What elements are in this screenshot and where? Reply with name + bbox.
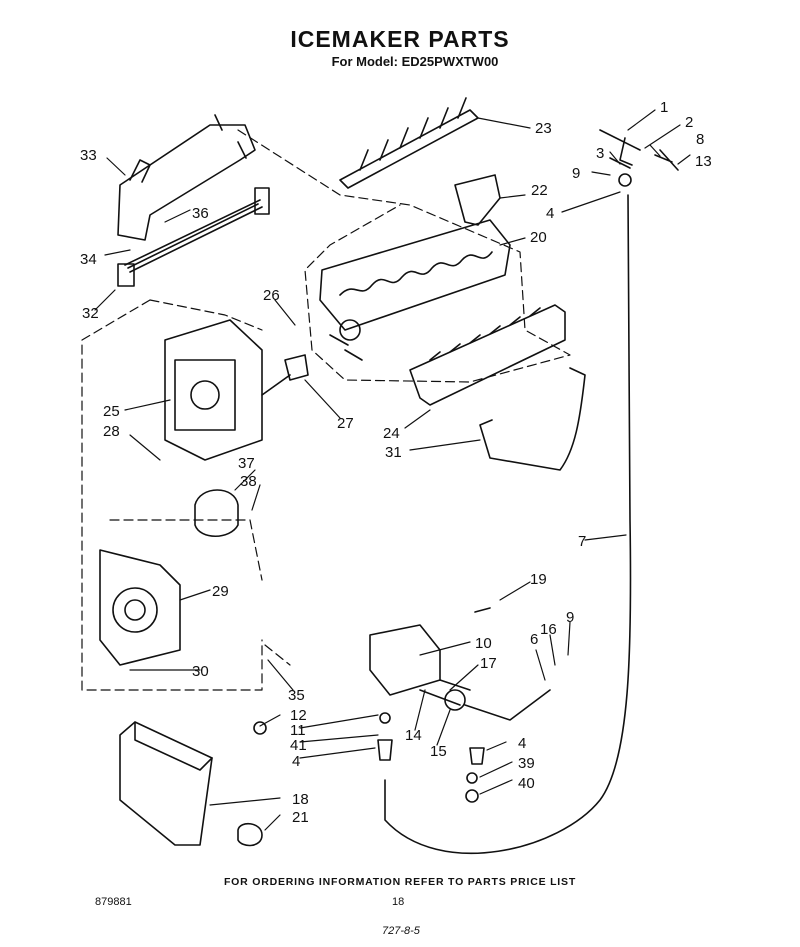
callout-12: 12: [290, 707, 307, 724]
page-number: 18: [392, 896, 405, 908]
callout-6: 6: [530, 631, 538, 648]
compression-fitting-part: [377, 739, 393, 761]
callout-26: 26: [263, 287, 280, 304]
callout-36: 36: [192, 205, 209, 222]
callout-17: 17: [480, 655, 497, 672]
callout-4-right: 4: [518, 735, 526, 752]
inlet-fitting-part: [599, 129, 679, 187]
callout-9-lower: 9: [566, 609, 574, 626]
callout-7: 7: [578, 533, 586, 550]
callout-29: 29: [212, 583, 229, 600]
callout-30: 30: [192, 663, 209, 680]
callout-23: 23: [535, 120, 552, 137]
valve-outlet-tube-part: [464, 689, 551, 721]
nut-40-part: [465, 789, 479, 803]
model-label: For Model: ED25PWXTW00: [331, 54, 499, 69]
callout-37: 37: [238, 455, 255, 472]
callout-18: 18: [292, 791, 309, 808]
callout-3: 3: [596, 145, 604, 162]
callout-40: 40: [518, 775, 535, 792]
control-module-part: [164, 319, 263, 461]
callout-labels: 1 2 3 8 9 13 4 22 23 20 33 36 34 32 26 2…: [80, 99, 712, 826]
callout-27: 27: [337, 415, 354, 432]
callout-25: 25: [103, 403, 120, 420]
ejector-blade-part: [339, 97, 479, 189]
nut-part: [253, 721, 267, 735]
callout-20: 20: [530, 229, 547, 246]
washer-part: [379, 712, 391, 724]
callout-15: 15: [430, 743, 447, 760]
callout-10: 10: [475, 635, 492, 652]
callout-24: 24: [383, 425, 400, 442]
icemaker-assembly-boundary: [81, 129, 571, 691]
callout-2: 2: [685, 114, 693, 131]
mounting-bracket-part: [117, 114, 256, 241]
motor-part: [194, 489, 239, 538]
knob-part: [237, 822, 263, 847]
callout-28: 28: [103, 423, 120, 440]
screw-19-part: [474, 607, 491, 613]
ordering-note: FOR ORDERING INFORMATION REFER TO PARTS …: [223, 876, 577, 888]
callout-19: 19: [530, 571, 547, 588]
callout-21: 21: [292, 809, 309, 826]
callout-9: 9: [572, 165, 580, 182]
callout-33: 33: [80, 147, 97, 164]
document-number: 879881: [95, 896, 132, 908]
shutoff-arm-bracket-part: [409, 304, 566, 406]
fill-cup-part: [454, 174, 501, 226]
fitting-4-lower-part: [469, 747, 485, 765]
handwritten-note: 727-8-5: [382, 925, 420, 937]
callout-8: 8: [696, 131, 704, 148]
callout-1: 1: [660, 99, 668, 116]
water-valve-part: [369, 624, 471, 711]
callout-31: 31: [385, 444, 402, 461]
callout-4: 4: [546, 205, 554, 222]
wire-harness-part: [117, 187, 270, 287]
coupler-part: [284, 354, 309, 381]
callout-22: 22: [531, 182, 548, 199]
callout-32: 32: [82, 305, 99, 322]
ice-mold-part: [319, 219, 511, 361]
page-title: ICEMAKER PARTS: [290, 26, 510, 52]
callout-14: 14: [405, 727, 422, 744]
callout-41: 41: [290, 737, 307, 754]
washer-39-part: [466, 772, 478, 784]
callout-35: 35: [288, 687, 305, 704]
callout-34: 34: [80, 251, 97, 268]
callout-11: 11: [290, 722, 306, 739]
front-panel-part: [119, 721, 213, 846]
housing-part: [99, 549, 181, 666]
callout-39: 39: [518, 755, 535, 772]
callout-4-left: 4: [292, 753, 300, 770]
shutoff-arm-part: [479, 367, 586, 471]
callout-16: 16: [540, 621, 557, 638]
water-tube-part: [384, 194, 632, 855]
callout-38: 38: [240, 473, 257, 490]
callout-13: 13: [695, 153, 712, 170]
